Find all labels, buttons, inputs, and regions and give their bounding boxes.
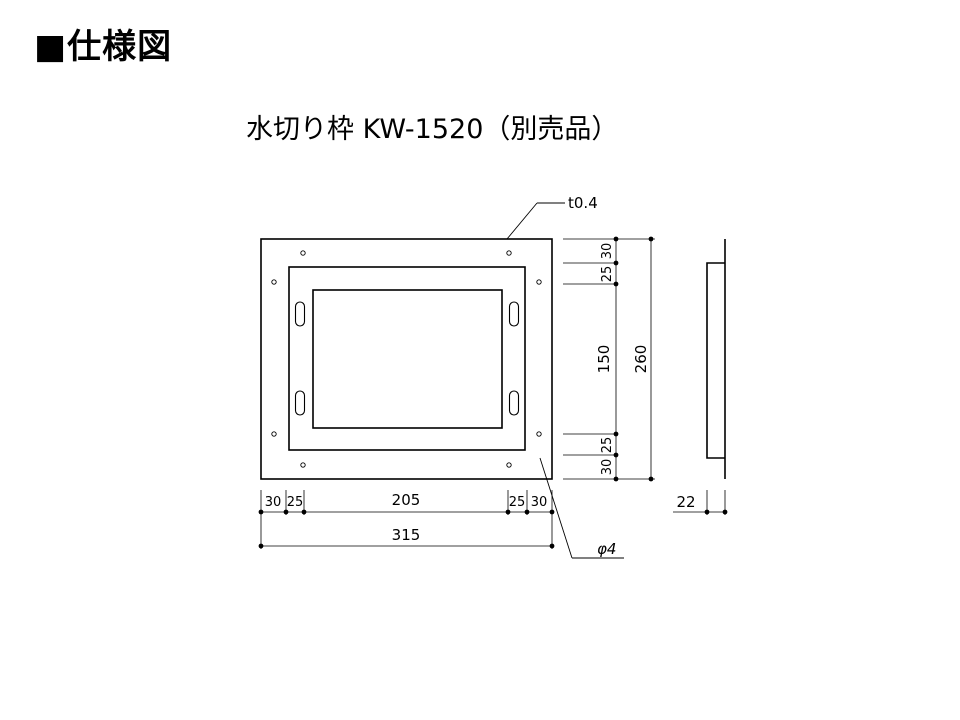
slot <box>294 390 306 416</box>
vertical-dim-ticks <box>613 236 654 482</box>
thickness-callout <box>506 202 565 240</box>
slot <box>508 301 520 327</box>
hole-label: φ4 <box>597 540 616 558</box>
hole <box>300 250 306 256</box>
side-view <box>673 239 726 515</box>
side-flange <box>706 262 725 459</box>
dim-top-inner: 25 <box>600 266 615 283</box>
hole <box>300 462 306 468</box>
inner-frame <box>288 266 526 451</box>
outer-frame <box>260 238 553 480</box>
dim-right-margin: 30 <box>531 495 548 510</box>
hole <box>536 431 542 437</box>
horizontal-dimensions <box>260 490 553 549</box>
dim-right-inner: 25 <box>509 495 526 510</box>
horizontal-dim-ticks <box>258 509 555 549</box>
hole <box>506 462 512 468</box>
dim-overall-width: 315 <box>392 526 421 544</box>
opening <box>312 289 503 429</box>
hole-callout <box>539 457 624 559</box>
slot <box>508 390 520 416</box>
page-title: ■仕様図 <box>34 27 173 67</box>
drawing-title: 水切り枠 KW-1520（別売品） <box>246 114 619 145</box>
dim-depth: 22 <box>676 493 695 511</box>
side-dim-ticks <box>704 509 728 515</box>
dim-top-margin: 30 <box>600 243 615 260</box>
thickness-label: t0.4 <box>568 194 598 212</box>
dim-bottom-margin: 30 <box>600 459 615 476</box>
dim-bottom-inner: 25 <box>600 437 615 454</box>
slot <box>294 301 306 327</box>
hole <box>271 279 277 285</box>
dim-opening-height: 150 <box>595 345 613 374</box>
front-view <box>260 238 553 480</box>
dim-overall-height: 260 <box>632 345 650 374</box>
vertical-dimensions <box>563 238 655 480</box>
dim-left-margin: 30 <box>265 495 282 510</box>
hole <box>536 279 542 285</box>
hole <box>506 250 512 256</box>
dim-left-inner: 25 <box>287 495 304 510</box>
dim-opening-width: 205 <box>392 491 421 509</box>
hole <box>271 431 277 437</box>
